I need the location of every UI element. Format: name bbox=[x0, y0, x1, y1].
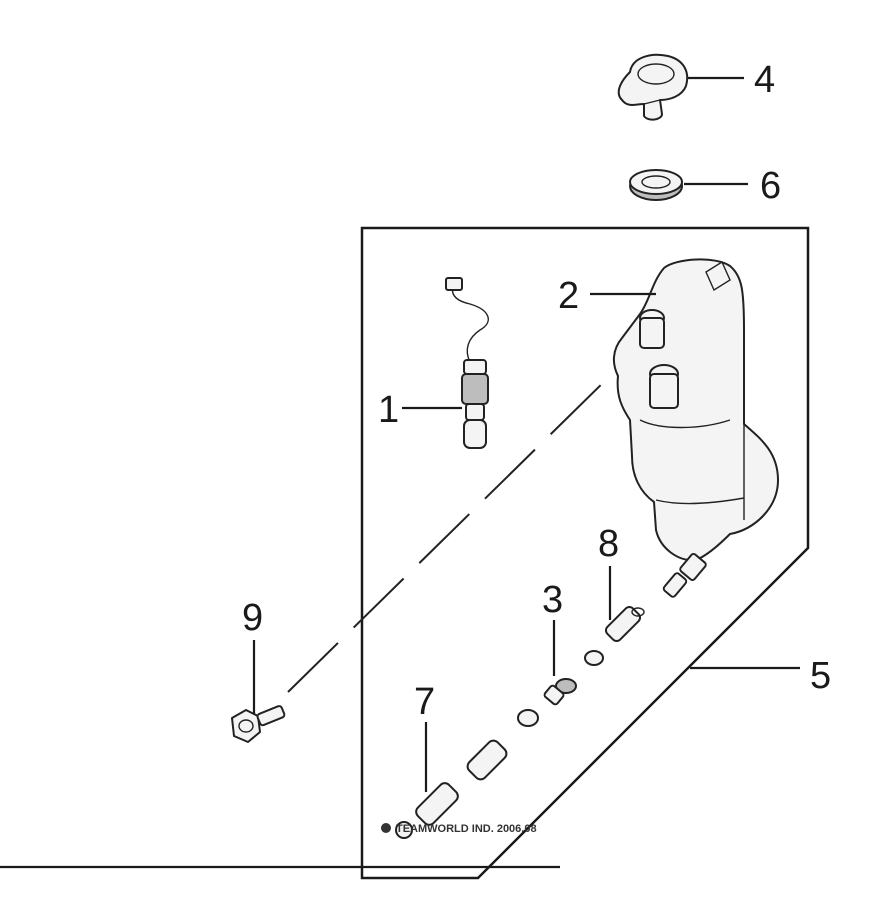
callout-4: 4 bbox=[754, 59, 775, 101]
callout-2: 2 bbox=[558, 275, 579, 317]
callout-3: 3 bbox=[542, 579, 563, 621]
logo-icon bbox=[381, 823, 391, 833]
copyright-text: TEAMWORLD IND. 2006.08 bbox=[396, 823, 537, 835]
copyright-mark: TEAMWORLD IND. 2006.08 bbox=[381, 823, 537, 835]
part-3-washer[interactable] bbox=[543, 650, 604, 706]
callout-6: 6 bbox=[760, 165, 781, 207]
callout-5: 5 bbox=[810, 655, 831, 697]
part-8-fitting[interactable] bbox=[604, 605, 645, 643]
callout-7: 7 bbox=[414, 681, 435, 723]
assembly-frame bbox=[360, 226, 810, 880]
part-1-sensor[interactable] bbox=[445, 277, 489, 449]
part-6-seal[interactable] bbox=[629, 169, 683, 201]
callout-1: 1 bbox=[378, 389, 399, 431]
callout-9: 9 bbox=[242, 597, 263, 639]
callout-8: 8 bbox=[598, 523, 619, 565]
part-9-bolt[interactable] bbox=[231, 705, 286, 743]
part-2-reservoir-tank[interactable] bbox=[612, 258, 779, 598]
part-4-cap[interactable] bbox=[617, 53, 689, 121]
part-7-hose-assembly[interactable] bbox=[395, 709, 539, 839]
